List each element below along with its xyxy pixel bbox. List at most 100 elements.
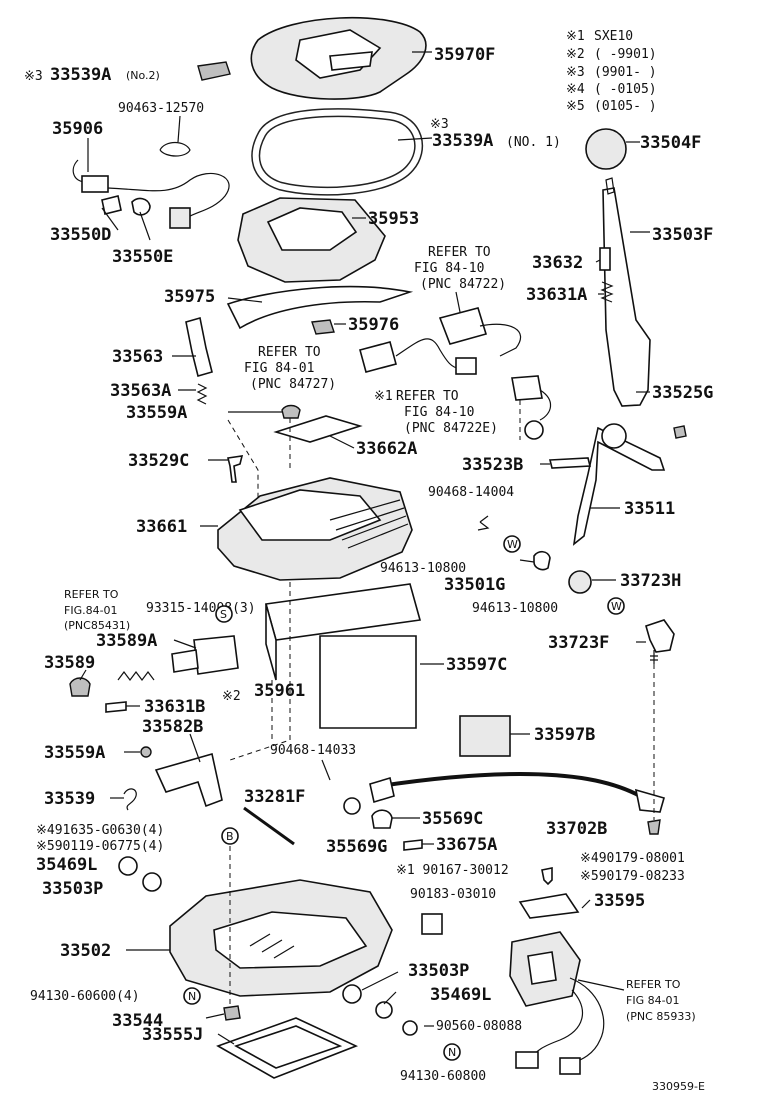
label-33559a-mid: 33559A	[44, 743, 105, 763]
svg-text:N: N	[448, 1046, 456, 1059]
clip-drawing	[159, 141, 191, 157]
label-ref1-a: REFER TO	[428, 245, 491, 260]
label-ref5-b: FIG 84-01	[626, 994, 680, 1007]
harness-85933-face	[527, 951, 557, 985]
label-35906: 35906	[52, 119, 103, 139]
bracket-33563-drawing	[185, 316, 213, 377]
label-33631a: 33631A	[526, 285, 587, 305]
shift-lever-drawing	[602, 187, 651, 407]
label-93315-14008: 93315-14008(3)	[146, 601, 256, 616]
holder-33723f-stud	[650, 650, 658, 664]
cable-33702b-drawing	[379, 771, 641, 798]
part-labels: 35970F ※3 33539A (No.2) 90463-12570 3590…	[24, 45, 713, 1093]
label-33582b: 33582B	[142, 717, 203, 737]
label-33559a-top: 33559A	[126, 403, 187, 423]
wire-35906-drawing	[107, 172, 230, 223]
label-ref2-a: REFER TO	[258, 345, 321, 360]
label-33503p-b: 33503P	[408, 961, 469, 981]
svg-text:N: N	[188, 990, 196, 1003]
label-33555j: 33555J	[142, 1025, 203, 1045]
label-ref3-b: FIG 84-10	[404, 405, 474, 420]
switch-33589a-drawing	[193, 635, 239, 675]
label-33504f: 33504F	[640, 133, 701, 153]
switch-33589a-plunger	[171, 649, 199, 673]
label-33702b: 33702B	[546, 819, 607, 839]
label-90179-08233: ※590179-08233	[580, 869, 685, 884]
legend-item-4-text: ( -0105)	[594, 82, 657, 97]
label-94613-10800-a: 94613-10800	[380, 561, 466, 576]
label-33503p-a: 33503P	[42, 879, 103, 899]
legend-item-3-text: (9901- )	[594, 65, 657, 80]
label-33631b: 33631B	[144, 697, 205, 717]
ring-33503p-b-drawing	[342, 984, 362, 1004]
pin-33632-drawing	[599, 247, 611, 271]
base-33502-pocket	[213, 911, 368, 969]
label-33539a-no1: 33539A	[432, 131, 493, 151]
label-91635: ※491635-G0630(4)	[36, 823, 164, 838]
label-33723f: 33723F	[548, 633, 609, 653]
label-33550d: 33550D	[50, 225, 111, 245]
screw-33529c-drawing	[227, 455, 244, 483]
legend-item-5: ※5	[566, 99, 585, 114]
label-ref2-b: FIG 84-01	[244, 361, 314, 376]
label-33661: 33661	[136, 517, 187, 537]
b-symbol: B	[221, 827, 239, 845]
label-33539a-no2-sub: (No.2)	[126, 69, 160, 82]
label-33529c: 33529C	[128, 451, 189, 471]
label-35569c: 35569C	[422, 809, 483, 829]
label-33723h: 33723H	[620, 571, 681, 591]
w-symbol-2: W	[607, 597, 625, 615]
pin-33631b-drawing	[105, 701, 127, 713]
legend-item-2-text: ( -9901)	[594, 47, 657, 62]
ring-33503p-a-drawing	[142, 872, 162, 892]
label-33539a-no2: 33539A	[50, 65, 111, 85]
label-ref4-c: (PNC85431)	[64, 619, 130, 632]
label-35569g: 35569G	[326, 837, 387, 857]
w-symbol-1: W	[503, 535, 521, 553]
harness-84722-wire	[479, 323, 522, 357]
rod-33511-drawing	[572, 426, 666, 546]
label-ref4-b: FIG.84-01	[64, 604, 118, 617]
harness-84727-plug	[455, 357, 477, 375]
harness-84722e-wire	[539, 389, 552, 421]
bulb-socket-drawing	[81, 175, 109, 193]
label-ref3-a: REFER TO	[396, 389, 459, 404]
label-ref4-a: REFER TO	[64, 588, 119, 601]
clip-90468-14004-drawing	[477, 515, 490, 531]
rod-33511-boss	[601, 423, 627, 449]
pin-33523b-drawing	[548, 457, 592, 469]
bushing-35569c-drawing	[371, 809, 393, 829]
label-90463-12570: 90463-12570	[118, 101, 204, 116]
label-35469l-b: 35469L	[430, 985, 491, 1005]
harness-84722-connector	[438, 307, 488, 345]
label-35975: 35975	[164, 287, 215, 307]
wire-connector-drawing	[169, 207, 191, 229]
cable-33702b-end	[369, 776, 395, 804]
label-33502: 33502	[60, 941, 111, 961]
label-33539a-no1-sub: (NO. 1)	[506, 135, 561, 150]
cap-33544-drawing	[223, 1005, 241, 1021]
label-90167-30012: ※1 90167-30012	[396, 863, 509, 878]
label-33511: 33511	[624, 499, 675, 519]
legend-item-5-text: (0105- )	[594, 99, 657, 114]
shift-lever-tip	[605, 177, 615, 195]
cover-no1-cord-inner	[252, 109, 422, 195]
clip-33539-drawing	[123, 788, 137, 811]
label-33523b: 33523B	[462, 455, 523, 475]
circled-symbols: W W S B N N	[183, 535, 625, 1061]
harness-85933-plug1	[515, 1051, 539, 1069]
label-33501g: 33501G	[444, 575, 505, 595]
harness-84727-connector	[359, 341, 397, 373]
legend-item-3: ※3	[566, 65, 585, 80]
cover-no2-drawing	[197, 61, 231, 81]
label-33589a: 33589A	[96, 631, 157, 651]
bushing-35569g-drawing	[343, 797, 361, 815]
label-ref5-c: (PNC 85933)	[626, 1010, 696, 1023]
harness-84722e-plug	[524, 420, 544, 440]
label-94130-60600: 94130-60600(4)	[30, 989, 140, 1004]
stopper-33559a-top-drawing	[281, 404, 301, 419]
harness-84722e-connector	[511, 375, 543, 401]
svg-text:W: W	[507, 538, 518, 551]
label-ref3-mark: ※1	[374, 389, 393, 404]
svg-text:B: B	[226, 830, 234, 843]
